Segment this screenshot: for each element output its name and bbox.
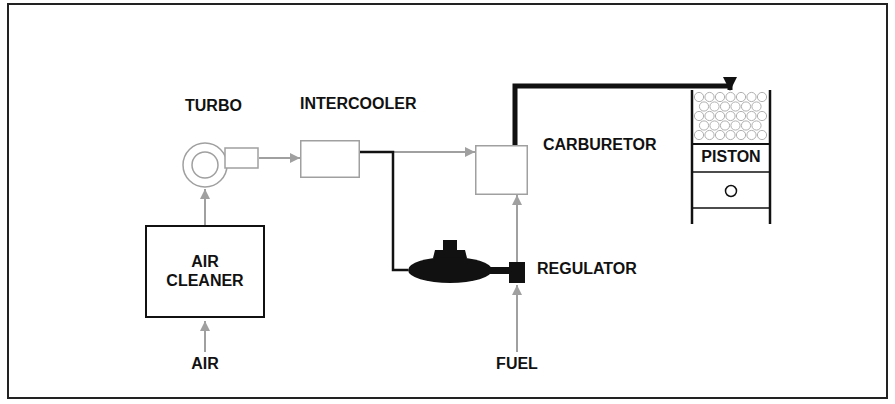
node-outline (405, 240, 527, 290)
component-label: AIR CLEANER (157, 253, 253, 290)
combustion-bubbles (694, 92, 766, 139)
regulator-symbol: REGULATOR (405, 240, 527, 290)
box-outline (476, 146, 528, 195)
component-label: REGULATOR (537, 260, 637, 278)
inlet-label: FUEL (496, 355, 538, 373)
regulator-diaphragm (408, 257, 492, 283)
turbo-symbol: TURBO (181, 140, 259, 190)
node-outline (475, 145, 528, 195)
air-inlet-arrow (204, 321, 206, 352)
piston-skirt (693, 207, 769, 209)
piston-ring (693, 171, 769, 173)
component-label: PISTON (701, 148, 760, 166)
regulator-spring-cap (433, 240, 467, 258)
node-outline (300, 140, 360, 178)
component-label: TURBO (185, 97, 242, 115)
component-label: INTERCOOLER (300, 95, 416, 113)
piston-crown (693, 143, 769, 145)
inlet-label: AIR (191, 355, 219, 373)
regulator-neck (489, 267, 511, 274)
box-outline (301, 141, 360, 178)
fuel-inlet-arrow (516, 285, 518, 352)
carburetor-box: CARBURETOR (475, 145, 528, 195)
mixture-line (360, 152, 408, 270)
frame-border (8, 4, 887, 398)
piston-cylinder: PISTON (690, 90, 772, 224)
cylinder-wall (691, 90, 694, 224)
node-outline (181, 140, 259, 190)
cylinder-wall (769, 90, 772, 224)
intercooler-box: INTERCOOLER (300, 140, 360, 178)
flow-arrow (204, 189, 206, 225)
air-cleaner-box: AIR CLEANER (145, 225, 265, 318)
component-label: CARBURETOR (543, 136, 656, 154)
flow-arrow (516, 195, 518, 262)
regulator-valve (509, 262, 525, 283)
turbo-housing (183, 143, 227, 187)
turbo-wheel (192, 152, 218, 178)
box-outline (146, 226, 264, 317)
wrist-pin (726, 186, 737, 197)
flow-arrow (259, 157, 300, 159)
turbo-outlet (225, 148, 258, 168)
